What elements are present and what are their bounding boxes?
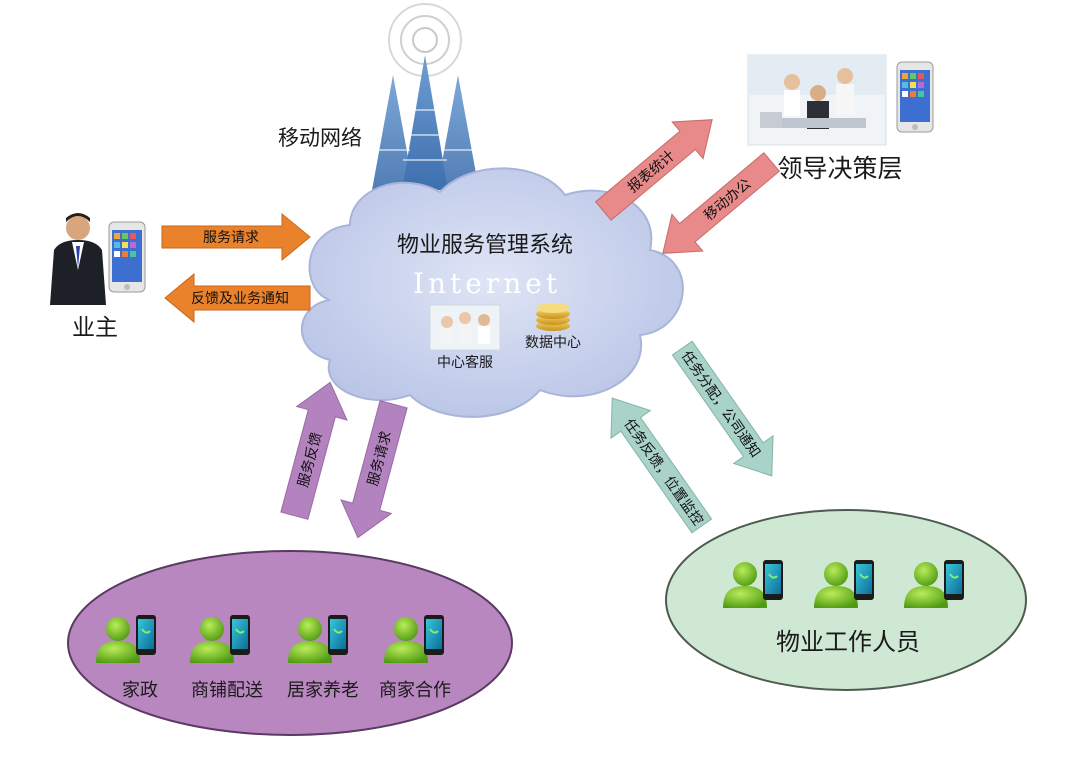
- data-center-label: 数据中心: [525, 335, 581, 351]
- system-title: 物业服务管理系统: [397, 233, 573, 258]
- mobile-network-label: 移动网络: [278, 126, 362, 150]
- partner-label: 商家合作: [379, 680, 451, 701]
- partners-ellipse: [67, 550, 513, 736]
- internet-cloud: [300, 167, 684, 418]
- partner-label: 居家养老: [287, 680, 359, 701]
- owner-phone-icon: [108, 221, 146, 293]
- customer-service-label: 中心客服: [437, 354, 493, 371]
- leader-phone-icon: [896, 61, 934, 133]
- partner-label: 商铺配送: [191, 680, 263, 701]
- mobile-network-tower-icon: [372, 3, 479, 190]
- internet-label: Internet: [413, 267, 561, 300]
- arrow-feedback-notice-label: 反馈及业务通知: [191, 290, 289, 307]
- arrow-service-request: [161, 212, 311, 262]
- arrow-service-feedback: 服务反馈: [280, 381, 348, 520]
- arrow-service-request-down: 服务请求: [340, 400, 408, 539]
- arrow-task-feedback-label: 任务反馈，位置监控: [620, 416, 705, 528]
- data-center-coins-icon: [536, 303, 570, 331]
- arrow-service-request-label: 服务请求: [203, 230, 259, 246]
- staff-label: 物业工作人员: [776, 628, 920, 656]
- arrow-task-feedback: 任务反馈，位置监控: [610, 397, 713, 534]
- owner-person-icon: [50, 213, 106, 305]
- partner-label: 家政: [122, 680, 158, 701]
- leader-label: 领导决策层: [777, 154, 902, 183]
- leader-meeting-photo-icon: [747, 54, 887, 146]
- arrow-task-assign-label: 任务分配，公司通知: [678, 348, 764, 461]
- owner-label: 业主: [72, 315, 118, 341]
- customer-service-photo-icon: [429, 304, 501, 351]
- arrow-feedback-notice: [164, 272, 311, 324]
- arrow-task-assign: 任务分配，公司通知: [671, 340, 774, 477]
